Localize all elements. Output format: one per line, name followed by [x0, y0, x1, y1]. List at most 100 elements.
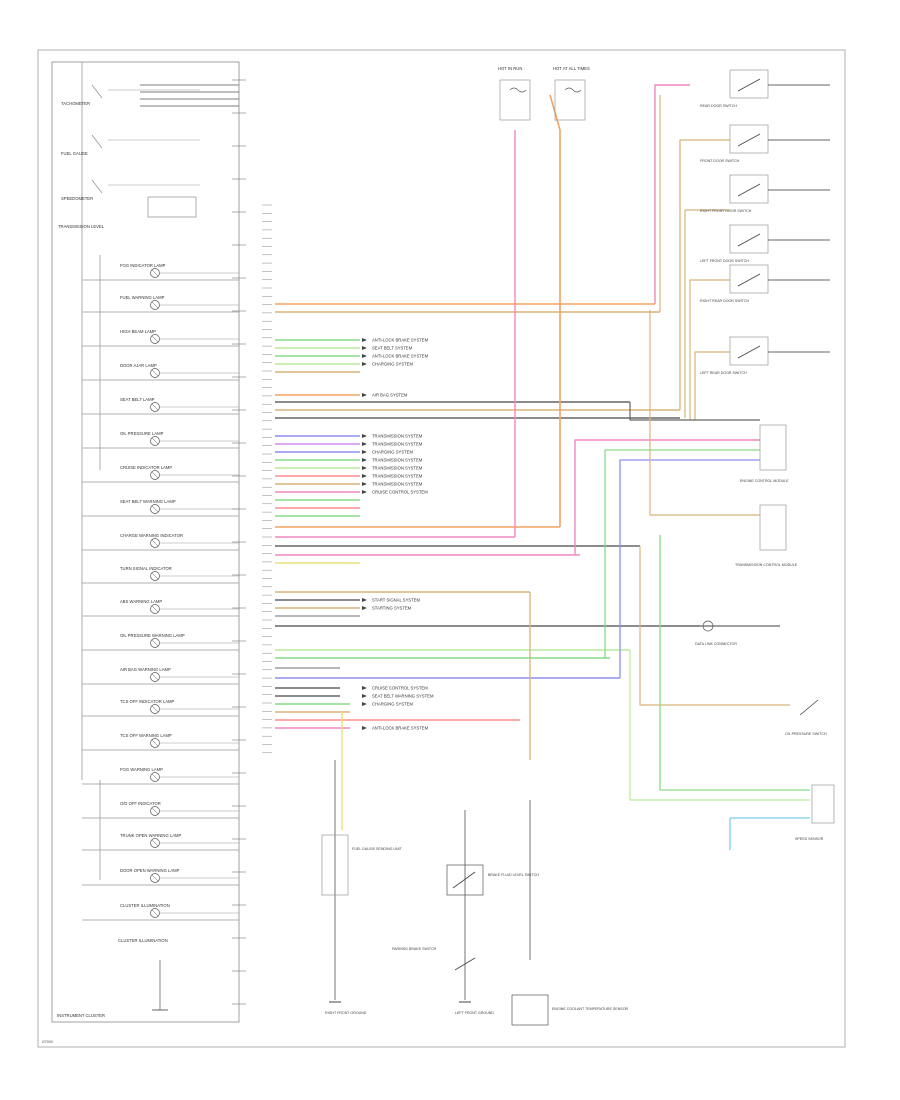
door-switch-box: [729, 264, 769, 294]
arrow-icon: [362, 702, 367, 706]
bulb-filament-icon: [151, 639, 159, 647]
fuse-label: HOT AT ALL TIMES: [553, 66, 590, 71]
system-reference: SEAT BELT SYSTEM: [362, 346, 413, 351]
bulb-icon: [150, 738, 160, 748]
arrow-icon: [362, 450, 367, 454]
lamp-label: FOG INDICATOR LAMP: [120, 263, 166, 268]
bulb-icon: [150, 334, 160, 344]
system-ref-label: TRANSMISSION SYSTEM: [372, 434, 423, 439]
speed-sensor-wire-2: [629, 650, 810, 801]
arrow-icon: [362, 726, 367, 730]
bulb-icon: [150, 604, 160, 614]
bulb-filament-icon: [151, 705, 159, 713]
bulb-filament-icon: [151, 572, 159, 580]
brake-fluid-box: [446, 864, 484, 896]
bulb-filament-icon: [151, 807, 159, 815]
arrow-icon: [362, 482, 367, 486]
ecm-connector: ENGINE CONTROL MODULE: [740, 424, 789, 483]
lamp-label: TRUNK OPEN WARNING LAMP: [120, 833, 181, 838]
system-reference: TRANSMISSION SYSTEM: [362, 458, 423, 463]
system-ref-label: ANTI-LOCK BRAKE SYSTEM: [372, 726, 429, 731]
speed-sensor-wire-1: [659, 535, 810, 791]
lamp-label: DOOR AJAR LAMP: [120, 363, 157, 368]
transmission-range-box: [147, 196, 197, 218]
lamp-row: TURN SIGNAL INDICATOR: [82, 566, 239, 584]
arrow-icon: [362, 393, 367, 397]
bulb-filament-icon: [151, 471, 159, 479]
arrow-icon: [362, 694, 367, 698]
bulb-icon: [150, 470, 160, 480]
lamp-row: CHARGE WARNING INDICATOR: [82, 533, 239, 551]
oil-pressure-wire: [639, 546, 790, 706]
fuse-feed-wire: [549, 94, 561, 527]
front-door-switch-wire: [679, 139, 730, 410]
brake-fluid-switch: BRAKE FLUID LEVEL SWITCH: [446, 864, 539, 896]
ground-label: RIGHT FRONT GROUND: [325, 1011, 367, 1015]
gauge-label: FUEL GAUGE: [61, 151, 88, 156]
system-ref-label: ANTI-LOCK BRAKE SYSTEM: [372, 354, 429, 359]
door-switch-label: LEFT FRONT DOOR SWITCH: [700, 259, 749, 263]
coolant-sensor-label: ENGINE COOLANT TEMPERATURE SENSOR: [552, 1007, 628, 1011]
lamp-row: CRUISE INDICATOR LAMP: [82, 465, 239, 483]
system-ref-label: START SIGNAL SYSTEM: [372, 598, 421, 603]
lamp-row: O/D OFF INDICATOR: [82, 801, 239, 819]
bulb-filament-icon: [151, 505, 159, 513]
bulb-filament-icon: [151, 335, 159, 343]
module-ground-wire: [629, 402, 760, 421]
lamp-label: SEAT BELT WARNING LAMP: [120, 499, 176, 504]
door-switch-feed-wire: [654, 84, 690, 304]
lamp-row: OIL PRESSURE LAMP: [82, 431, 239, 449]
system-reference: START SIGNAL SYSTEM: [362, 598, 421, 603]
tcm-box: [759, 504, 787, 551]
system-ref-label: CRUISE CONTROL SYSTEM: [372, 686, 428, 691]
ground-label: LEFT FRONT GROUND: [455, 1011, 494, 1015]
gauge-item: TACHOMETER: [61, 84, 200, 106]
lamp-label: OIL PRESSURE LAMP: [120, 431, 164, 436]
gauge-label: TACHOMETER: [61, 101, 90, 106]
system-reference: CHARGING SYSTEM: [362, 702, 413, 707]
bulb-icon: [150, 838, 160, 848]
system-reference: TRANSMISSION SYSTEM: [362, 474, 423, 479]
arrow-icon: [362, 442, 367, 446]
door-switch: RIGHT FRONT DOOR SWITCH: [700, 174, 830, 213]
fuse-box: [499, 79, 531, 121]
bulb-filament-icon: [151, 369, 159, 377]
system-reference: ANTI-LOCK BRAKE SYSTEM: [362, 354, 429, 359]
coolant-sensor-box: [511, 994, 549, 1026]
door-switch-label: LEFT REAR DOOR SWITCH: [700, 371, 747, 375]
bulb-icon: [150, 402, 160, 412]
figure-code: G7000: [42, 1040, 53, 1044]
arrow-icon: [362, 362, 367, 366]
bulb-icon: [150, 772, 160, 782]
system-ref-label: SEAT BELT WARNING SYSTEM: [372, 694, 434, 699]
bulb-filament-icon: [151, 839, 159, 847]
fuse-icon: [564, 87, 582, 93]
system-reference: TRANSMISSION SYSTEM: [362, 442, 423, 447]
system-reference: TRANSMISSION SYSTEM: [362, 434, 423, 439]
system-reference: ANTI-LOCK BRAKE SYSTEM: [362, 338, 429, 343]
bulb-filament-icon: [151, 539, 159, 547]
system-reference: TRANSMISSION SYSTEM: [362, 466, 423, 471]
cluster-caption: INSTRUMENT CLUSTER: [57, 1013, 105, 1018]
tcm-label: TRANSMISSION CONTROL MODULE: [735, 563, 798, 567]
switch-contact: [737, 233, 761, 247]
system-reference: ANTI-LOCK BRAKE SYSTEM: [362, 726, 429, 731]
bulb-filament-icon: [151, 673, 159, 681]
ground-point: LEFT FRONT GROUND: [455, 1001, 494, 1015]
bulb-filament-icon: [151, 301, 159, 309]
lamp-label: SEAT BELT LAMP: [120, 397, 155, 402]
switch-contact: [737, 78, 761, 92]
lamp-label: FOG WARNING LAMP: [120, 767, 163, 772]
lamp-label: ABS WARNING LAMP: [120, 599, 162, 604]
bulb-filament-icon: [151, 874, 159, 882]
bulb-icon: [150, 672, 160, 682]
system-ref-label: TRANSMISSION SYSTEM: [372, 466, 423, 471]
cluster-illumination-label: CLUSTER ILLUMINATION: [118, 938, 168, 943]
lamp-label: CHARGE WARNING INDICATOR: [120, 533, 183, 538]
lamp-row: TRUNK OPEN WARNING LAMP: [82, 833, 239, 851]
bulb-filament-icon: [151, 773, 159, 781]
